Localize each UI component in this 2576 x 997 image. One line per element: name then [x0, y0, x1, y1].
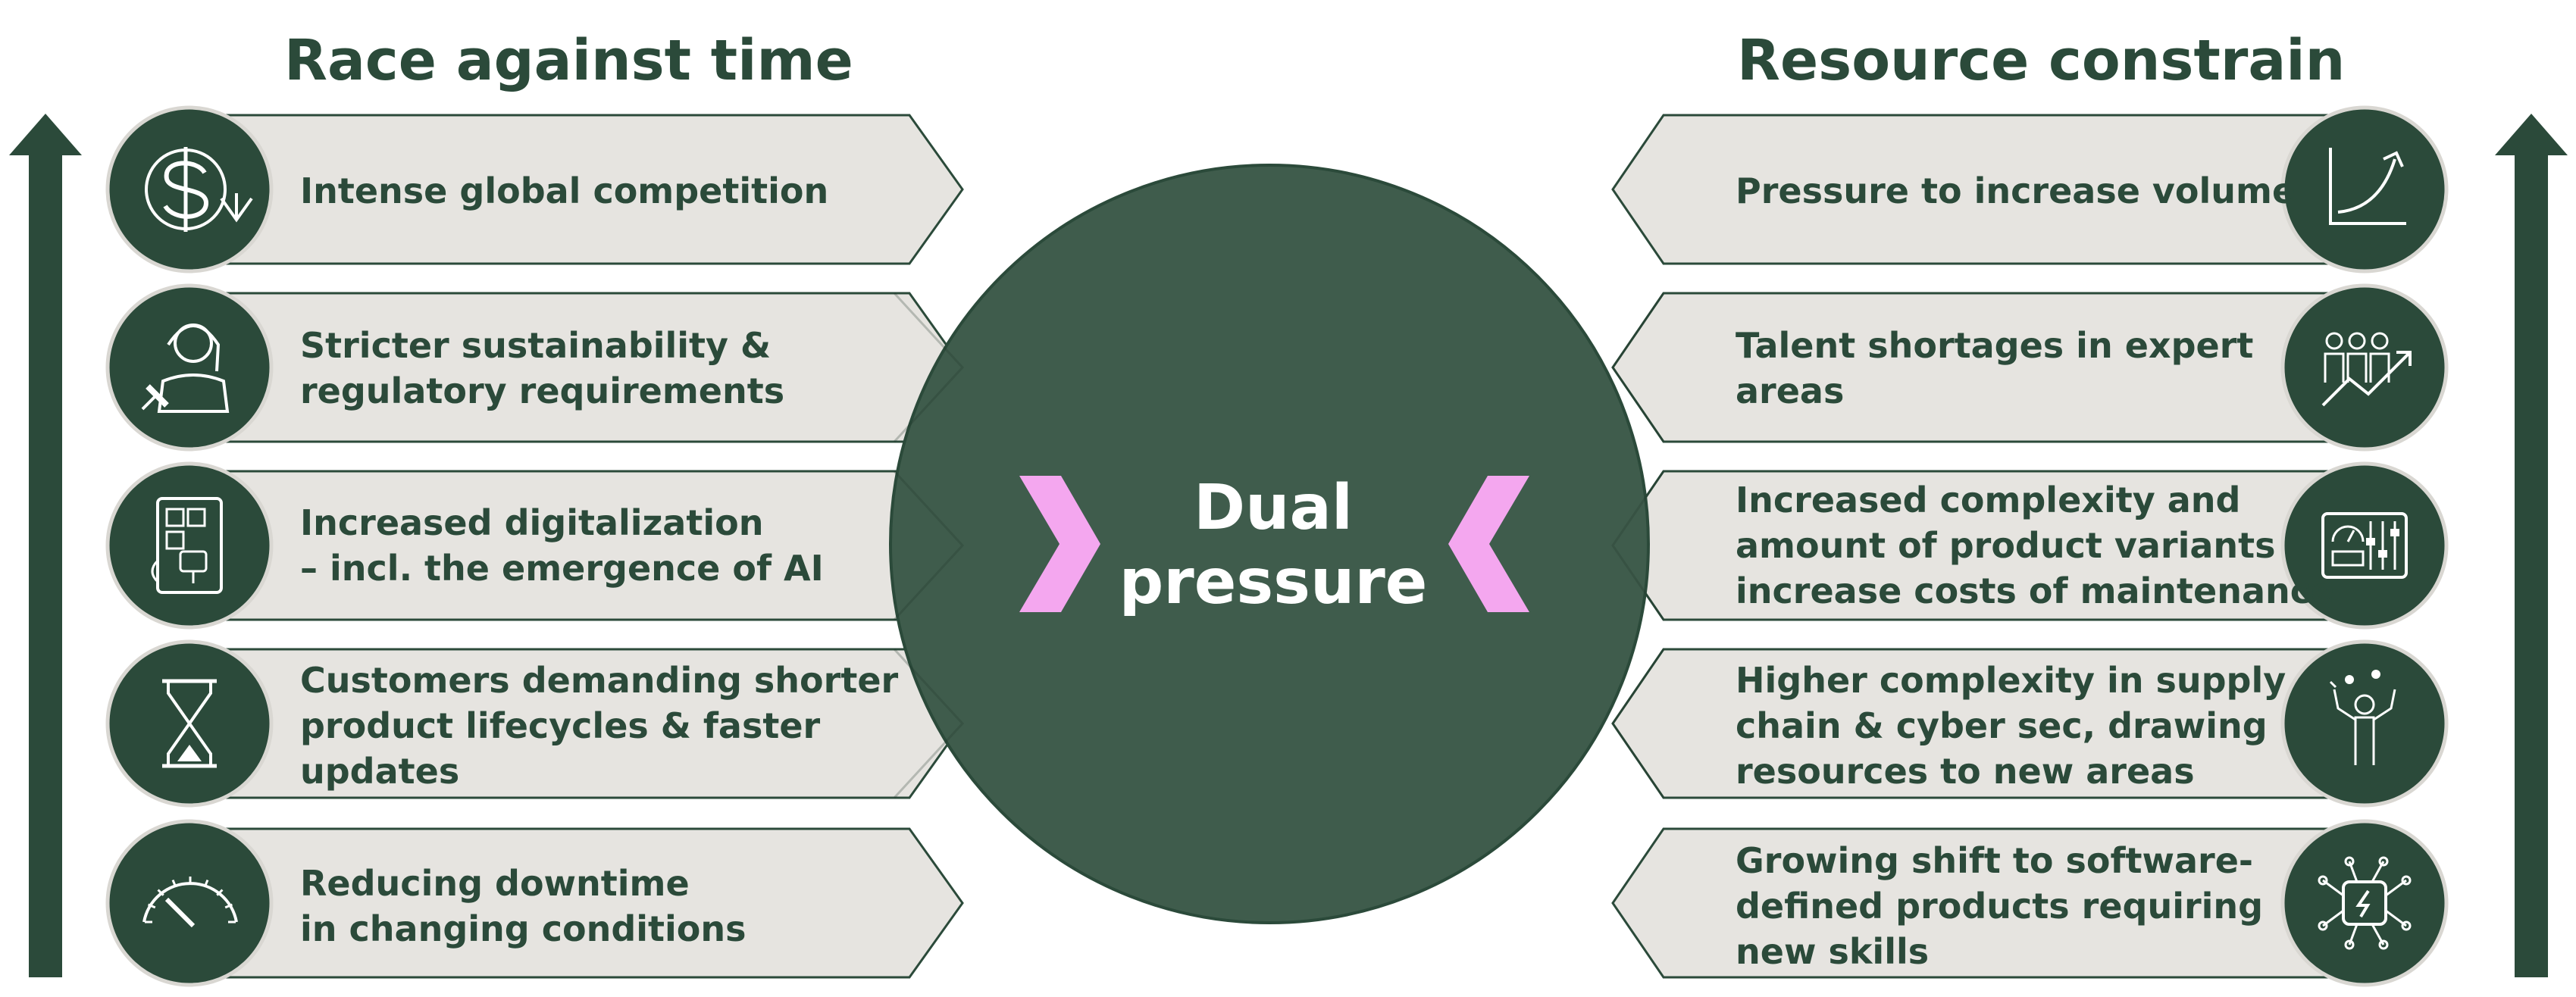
left-item-text: Stricter sustainability & regulatory req… — [300, 325, 785, 411]
left-item-badge — [105, 105, 274, 273]
right-item-badge — [2280, 639, 2449, 808]
left-item-text: Intense global competition — [300, 170, 829, 211]
speedometer-icon — [142, 877, 238, 928]
right-item-text: Increased complexity and amount of produ… — [1736, 480, 2335, 611]
right-item-badge — [2280, 461, 2449, 630]
icon-badge — [2280, 105, 2449, 273]
left-item-text: Reducing downtime in changing conditions — [300, 863, 747, 949]
icon-badge — [105, 819, 274, 987]
dollar-down-icon — [145, 147, 253, 232]
right-item-badge — [2280, 819, 2449, 987]
right-pointing-chevron — [1019, 476, 1100, 612]
judge-gavel-icon — [141, 323, 230, 413]
icon-badge — [2280, 819, 2449, 987]
growth-chart-icon — [2329, 148, 2406, 225]
control-panel-icon — [2321, 512, 2408, 579]
right-item-text: Higher complexity in supply chain & cybe… — [1736, 660, 2286, 792]
left-up-arrow — [9, 114, 82, 977]
icon-badge — [105, 283, 274, 452]
hourglass-icon — [162, 679, 217, 768]
left-item-text: Increased digitalization – incl. the eme… — [300, 502, 824, 589]
left-pointing-chevron — [1448, 476, 1529, 612]
left-item-badge — [105, 819, 274, 987]
right-column-title: Resource constrain — [1737, 28, 2346, 93]
left-item-text: Customers demanding shorter product life… — [300, 660, 899, 792]
right-item-text: Growing shift to software- defined produ… — [1736, 840, 2264, 972]
right-item-badge — [2280, 283, 2449, 452]
right-item-text: Pressure to increase volume — [1736, 170, 2296, 211]
center-title-line-2: pressure — [1119, 546, 1428, 618]
right-item-text: Talent shortages in expert areas — [1736, 325, 2254, 411]
left-item-badge — [105, 461, 274, 630]
icon-badge — [2280, 461, 2449, 630]
banner-overlap-lines — [893, 292, 1665, 799]
left-column-title: Race against time — [284, 28, 853, 93]
juggler-icon — [2329, 670, 2396, 765]
left-item-badge — [105, 283, 274, 452]
right-up-arrow — [2495, 114, 2568, 977]
icon-badge — [2280, 639, 2449, 808]
left-item-badge — [105, 639, 274, 808]
team-growth-icon — [2321, 332, 2412, 407]
icon-badge — [105, 461, 274, 630]
center-title: Dual pressure — [1046, 455, 1501, 636]
right-item-badge — [2280, 105, 2449, 273]
icon-badge — [2280, 283, 2449, 452]
center-title-line-1: Dual — [1194, 472, 1353, 544]
tablet-robot-icon — [151, 497, 223, 594]
chip-circuit-icon — [2318, 856, 2412, 950]
center-circle — [889, 164, 1650, 924]
